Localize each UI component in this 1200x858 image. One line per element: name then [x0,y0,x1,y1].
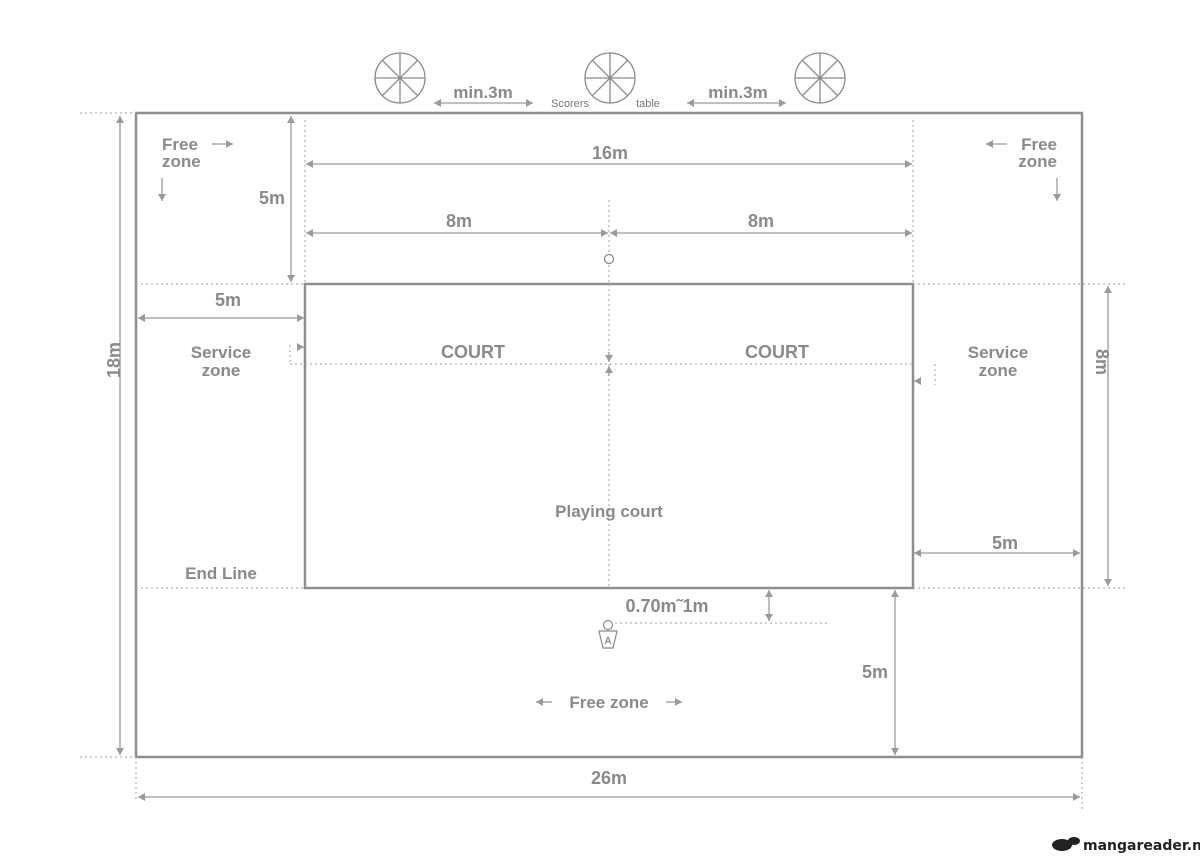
arrow-head-icon [297,343,304,351]
arrow-head-icon [116,748,124,755]
label-scorers: Scorers [551,98,589,110]
arrow-head-icon [1104,286,1112,293]
chair-spoke [381,59,419,97]
label-free-right-line1: Free [1021,135,1057,154]
label-16m: 16m [592,143,628,163]
label-18m: 18m [104,342,124,378]
watermark-text: mangareader.net [1083,838,1200,854]
label-26m: 26m [591,768,627,788]
arrow-head-icon [914,377,921,385]
arrow-head-icon [891,748,899,755]
arrow-head-icon [297,314,304,322]
label-5m-top: 5m [259,188,285,208]
arrow-head-icon [905,229,912,237]
arrow-head-icon [226,140,233,148]
label-end-line: End Line [185,564,257,583]
arrow-head-icon [306,229,313,237]
label-free-left-line1: Free [162,135,198,154]
referee-letter: A [604,636,611,647]
arrow-head-icon [306,160,313,168]
arrow-head-icon [1073,793,1080,801]
label-free-left-line2: zone [162,152,201,171]
label-free-zone-bottom: Free zone [569,693,648,712]
label-table: table [636,98,660,110]
arrow-head-icon [116,116,124,123]
arrow-head-icon [605,366,613,373]
label-free-right-line2: zone [1018,152,1057,171]
chair-spoke [801,59,839,97]
label-court-right: COURT [745,342,809,362]
arrow-head-icon [526,99,533,107]
arrow-head-icon [536,698,543,706]
label-5m-bottom: 5m [862,662,888,682]
arrow-head-icon [914,549,921,557]
arrow-head-icon [986,140,993,148]
label-8m-left: 8m [446,211,472,231]
label-service-right-line2: zone [979,361,1018,380]
chair-spoke [591,59,629,97]
arrow-head-icon [675,698,682,706]
arrow-head-icon [687,99,694,107]
label-5m-right: 5m [992,533,1018,553]
arrow-head-icon [765,590,773,597]
arrow-head-icon [891,590,899,597]
arrow-head-icon [779,99,786,107]
label-min-3m-right: min.3m [708,83,768,102]
arrow-head-icon [610,229,617,237]
label-court-left: COURT [441,342,505,362]
arrow-head-icon [138,793,145,801]
label-playing-court: Playing court [555,502,663,521]
arrow-head-icon [158,194,166,201]
label-8m-right: 8m [748,211,774,231]
label-referee-offset: 0.70m˜1m [625,596,708,616]
guide-lines [80,112,1125,812]
chair-center-icon [584,52,636,104]
arrow-head-icon [1073,549,1080,557]
arrow-head-icon [1053,194,1061,201]
arrow-head-icon [287,275,295,282]
arrow-head-icon [138,314,145,322]
arrow-head-icon [905,160,912,168]
watermark-logo-icon [1052,839,1072,851]
arrow-head-icon [434,99,441,107]
arrow-head-icon [601,229,608,237]
arrow-head-icon [287,116,295,123]
label-service-left-line2: zone [202,361,241,380]
label-service-right-line1: Service [968,343,1029,362]
label-min-3m-left: min.3m [453,83,513,102]
arrow-head-icon [765,614,773,621]
center-mark-icon [603,253,615,265]
watermark: mangareader.net [1052,837,1200,854]
referee-icon: A [598,619,618,649]
arrow-head-icon [605,355,613,362]
label-service-left-line1: Service [191,343,252,362]
free-zone-boundary [134,111,1084,759]
chair-right-icon [794,52,846,104]
label-5m-service: 5m [215,290,241,310]
dimension-lines [116,99,1112,801]
chair-left-icon [374,52,426,104]
arrow-head-icon [1104,579,1112,586]
label-8m-vertical: 8m [1092,349,1112,375]
